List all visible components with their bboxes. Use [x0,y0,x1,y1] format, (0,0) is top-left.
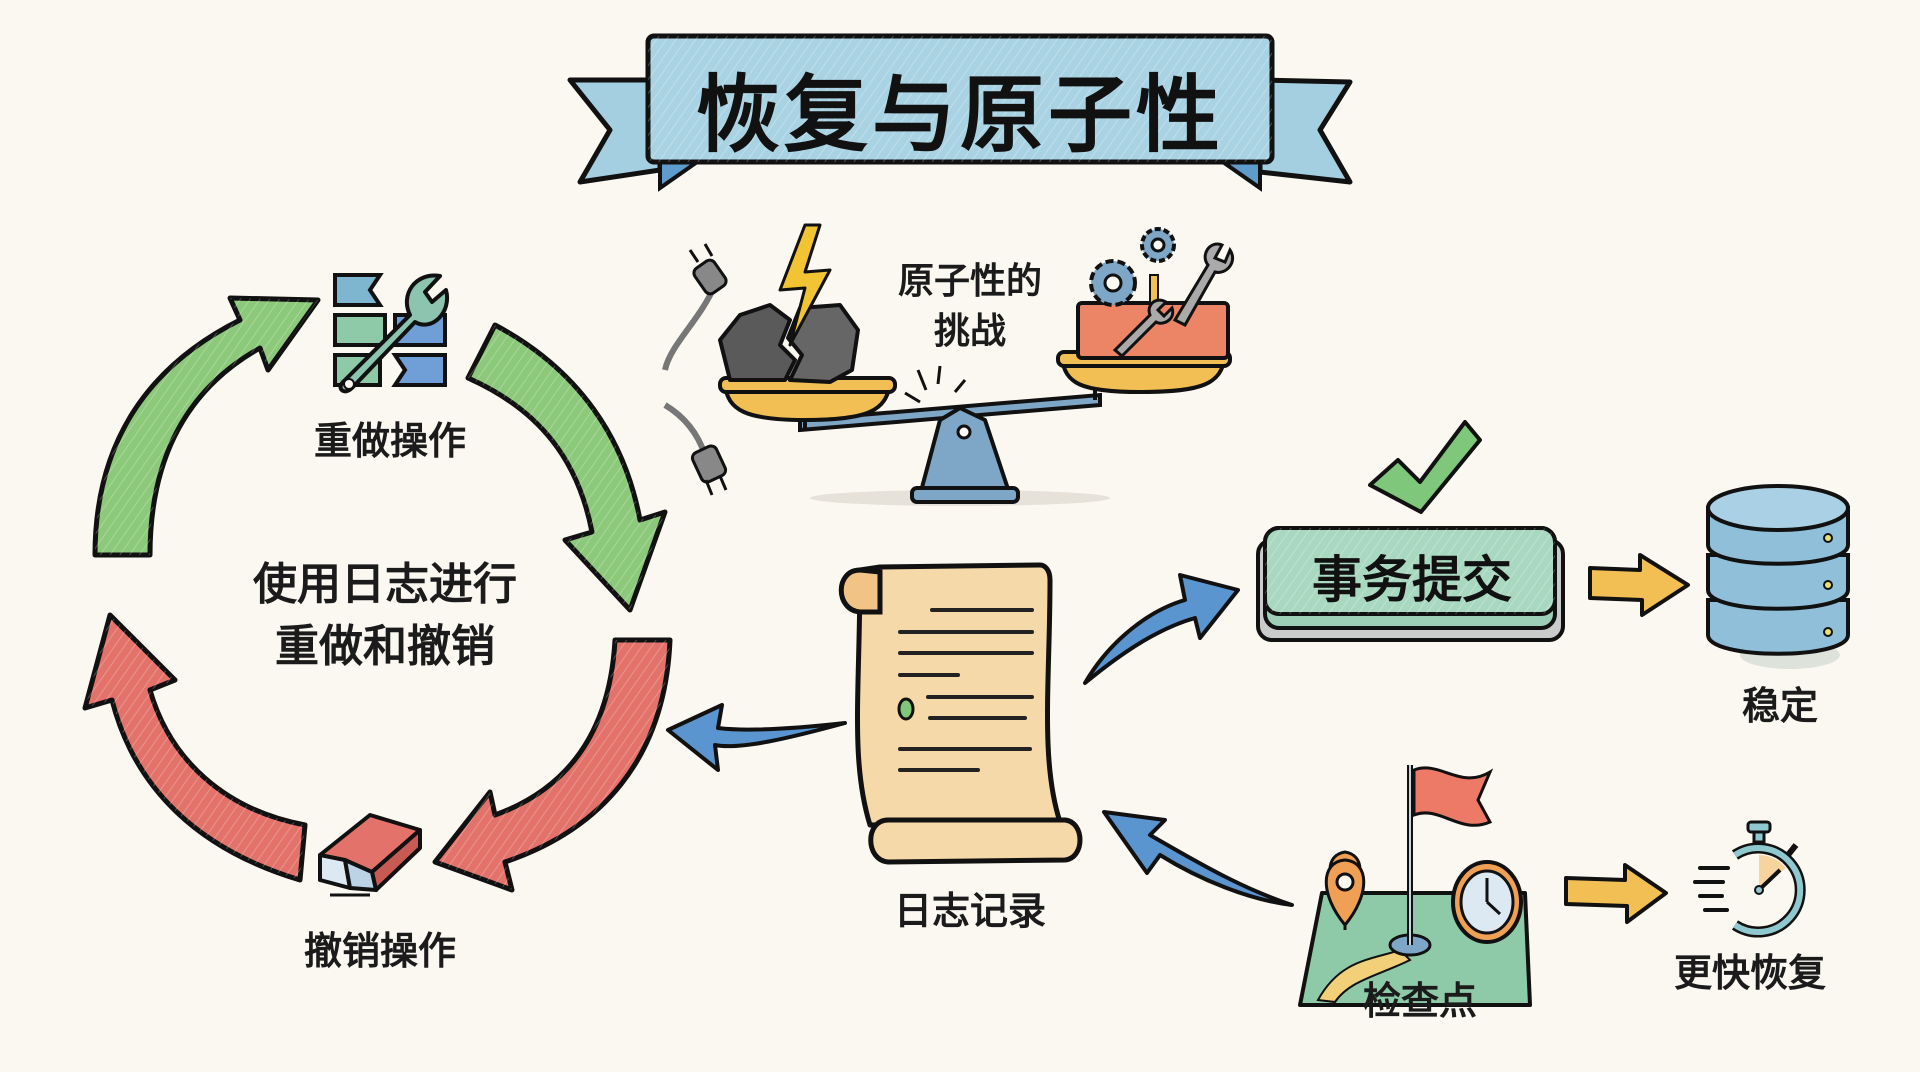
challenge-label-line2: 挑战 [933,311,1006,352]
arrow-checkpoint-to-faster [1564,863,1668,924]
log-scroll-icon [838,562,1083,865]
faster-recovery-label: 更快恢复 [1673,951,1826,995]
cycle-center-line1: 使用日志进行 [253,559,517,610]
redo-arrow-right [465,322,668,613]
eraser-icon [318,813,422,897]
log-label: 日志记录 [893,889,1046,933]
checkpoint-map-icon [1298,765,1532,1007]
toolbox-icon [1076,227,1235,360]
stopwatch-icon [1693,820,1806,938]
undo-label: 撤销操作 [303,929,456,973]
redo-arrow-left [92,295,321,558]
arrow-log-to-commit [1083,573,1240,685]
redo-wrench-icon [333,273,450,394]
challenge-label-line1: 原子性的 [897,261,1042,302]
title-banner [567,33,1353,192]
broken-rock-icon [662,223,860,496]
stable-label: 稳定 [1741,684,1818,728]
commit-label: 事务提交 [1312,551,1512,609]
undo-arrow-left [82,612,308,883]
database-icon [1706,484,1850,669]
checkpoint-label: 检查点 [1362,979,1477,1023]
arrow-commit-to-stable [1588,553,1690,617]
redo-label: 重做操作 [313,419,466,463]
arrow-log-to-cycle [666,703,847,772]
commit-box [1256,526,1565,642]
check-mark-icon [1368,420,1482,514]
page-title: 恢复与原子性 [695,66,1224,164]
cycle-center-line2: 重做和撤销 [275,621,495,672]
arrow-checkpoint-to-log [1102,810,1294,907]
undo-arrow-right [432,637,673,893]
